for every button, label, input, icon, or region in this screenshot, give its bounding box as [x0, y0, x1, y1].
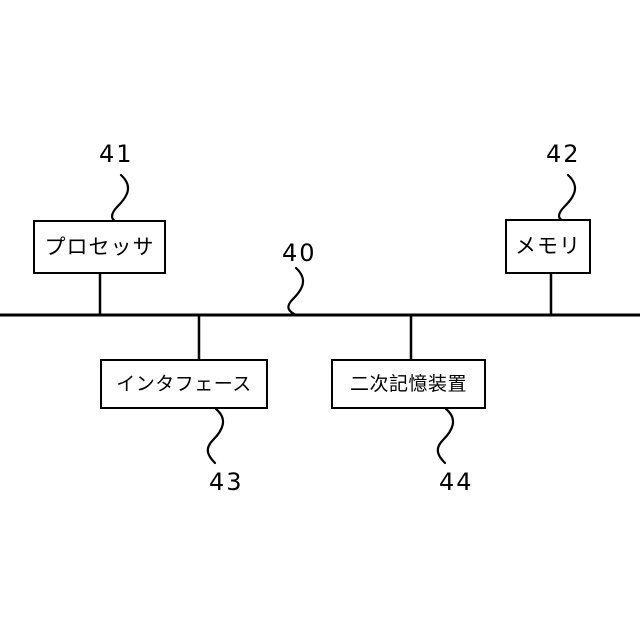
leader-line-42: [558, 173, 577, 223]
ref-number-44: 44: [439, 468, 474, 496]
block-secondary-storage-label: 二次記憶装置: [349, 372, 467, 395]
ref-number-41: 41: [99, 140, 134, 168]
leader-line-43: [206, 407, 225, 465]
ref-number-42: 42: [546, 140, 581, 168]
leader-line-40: [287, 266, 305, 317]
ref-number-40: 40: [282, 239, 317, 267]
block-interface[interactable]: インタフェース: [100, 359, 268, 409]
leader-line-44: [436, 407, 455, 465]
block-processor[interactable]: プロセッサ: [33, 220, 166, 274]
leader-line-41: [111, 173, 130, 224]
block-memory-label: メモリ: [515, 234, 581, 258]
block-secondary-storage[interactable]: 二次記憶装置: [331, 359, 486, 409]
block-processor-label: プロセッサ: [44, 234, 155, 259]
block-interface-label: インタフェース: [116, 372, 252, 395]
ref-number-43: 43: [209, 468, 244, 496]
block-memory[interactable]: メモリ: [505, 219, 591, 274]
